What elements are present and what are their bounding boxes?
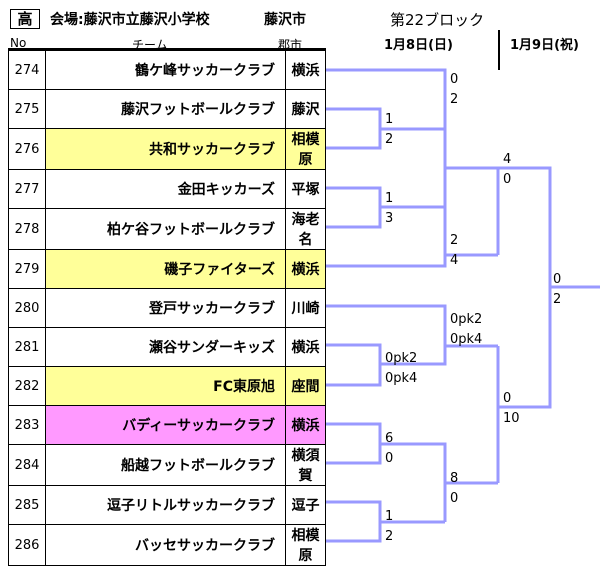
bracket-line [326, 500, 382, 543]
team-city: 横須賀 [285, 444, 326, 486]
score: 0 [450, 491, 459, 506]
venue-label: 会場:藤沢市立藤沢小学校 [50, 12, 210, 28]
team-number: 286 [8, 524, 46, 566]
team-city: 横浜 [285, 249, 326, 289]
score: 2 [450, 233, 459, 248]
score: 4 [503, 152, 512, 167]
bracket-line [380, 346, 447, 366]
score: 1 [385, 112, 394, 127]
score: 0 [503, 391, 512, 406]
team-name: 藤沢フットボールクラブ [45, 89, 286, 129]
team-number: 275 [8, 89, 46, 129]
score: 0 [553, 272, 562, 287]
score: 0pk4 [450, 332, 483, 347]
team-city: 座間 [285, 366, 326, 406]
team-number: 284 [8, 444, 46, 486]
bracket-line [326, 186, 382, 229]
team-city: 横浜 [285, 405, 326, 445]
team-city: 逗子 [285, 485, 326, 525]
team-city: 藤沢 [285, 89, 326, 129]
score: 1 [385, 509, 394, 524]
team-number: 283 [8, 405, 46, 445]
score: 6 [385, 431, 394, 446]
team-name: 瀬谷サンダーキッズ [45, 327, 286, 367]
score: 0pk4 [385, 371, 418, 386]
bracket-line [326, 343, 382, 387]
score: 0pk2 [450, 312, 483, 327]
score: 2 [385, 132, 394, 147]
bracket-line [498, 166, 552, 409]
score: 2 [553, 292, 562, 307]
score: 1 [385, 191, 394, 206]
score: 0 [503, 172, 512, 187]
score: 8 [450, 471, 459, 486]
venue-city: 藤沢市 [264, 12, 306, 28]
column-header-no: No [10, 36, 27, 50]
bracket-line [326, 107, 382, 150]
bracket-line [326, 422, 382, 465]
score: 10 [503, 411, 520, 426]
bracket-line [380, 442, 447, 522]
score: 0pk2 [385, 351, 418, 366]
team-name: 磯子ファイターズ [45, 249, 286, 289]
bracket-line [326, 304, 447, 346]
team-number: 281 [8, 327, 46, 367]
date-day2: 1月9日(祝) [510, 38, 579, 53]
team-city: 横浜 [285, 50, 326, 90]
team-city: 横浜 [285, 327, 326, 367]
score: 2 [450, 92, 459, 107]
bracket-line [326, 68, 447, 168]
team-number: 279 [8, 249, 46, 289]
team-name: 共和サッカークラブ [45, 128, 286, 170]
team-name: バッセサッカークラブ [45, 524, 286, 566]
block-title: 第22ブロック [390, 11, 485, 29]
team-name: 鶴ケ峰サッカークラブ [45, 50, 286, 90]
score: 0 [450, 72, 459, 87]
team-name: 逗子リトルサッカークラブ [45, 485, 286, 525]
score: 0 [385, 451, 394, 466]
date-day1: 1月8日(日) [384, 38, 453, 53]
team-number: 282 [8, 366, 46, 406]
team-number: 276 [8, 128, 46, 170]
score: 4 [450, 253, 459, 268]
team-name: 金田キッカーズ [45, 169, 286, 209]
team-city: 相模原 [285, 128, 326, 170]
school-level-badge: 高 [10, 9, 40, 29]
team-city: 平塚 [285, 169, 326, 209]
team-city: 相模原 [285, 524, 326, 566]
team-name: 船越フットボールクラブ [45, 444, 286, 486]
score: 2 [385, 529, 394, 544]
score: 3 [385, 211, 394, 226]
team-number: 278 [8, 208, 46, 250]
header-rule [8, 48, 326, 50]
date-divider [498, 30, 500, 70]
team-name: FC東原旭 [45, 366, 286, 406]
bracket-line [326, 207, 447, 268]
team-number: 277 [8, 169, 46, 209]
team-name: バディーサッカークラブ [45, 405, 286, 445]
